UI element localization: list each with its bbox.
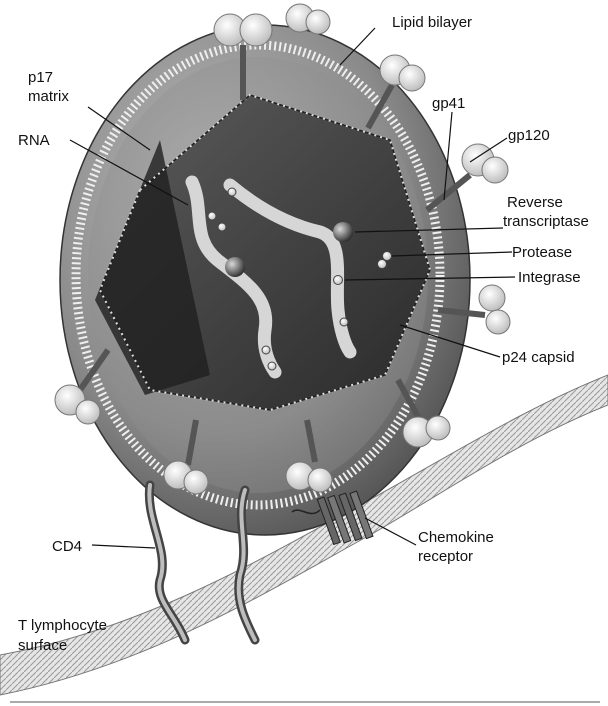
label-gp41: gp41	[432, 95, 465, 112]
label-p24-capsid: p24 capsid	[502, 349, 575, 366]
label-gp120: gp120	[508, 127, 550, 144]
label-reverse-transcriptase-line2: transcriptase	[503, 213, 589, 230]
label-t-lymphocyte-line1: T lymphocyte	[18, 617, 107, 634]
label-rna: RNA	[18, 132, 50, 149]
label-lipid-bilayer: Lipid bilayer	[392, 14, 472, 31]
label-cd4: CD4	[52, 538, 82, 555]
label-chemokine-line2: receptor	[418, 548, 473, 565]
label-integrase: Integrase	[518, 269, 581, 286]
label-t-lymphocyte-line2: surface	[18, 637, 67, 654]
spike-top-left	[286, 4, 330, 34]
label-protease: Protease	[512, 244, 572, 261]
label-reverse-transcriptase-line1: Reverse	[507, 194, 563, 211]
label-p17-line2: matrix	[28, 88, 69, 105]
label-p17-line1: p17	[28, 69, 53, 86]
label-chemokine-line1: Chemokine	[418, 529, 494, 546]
